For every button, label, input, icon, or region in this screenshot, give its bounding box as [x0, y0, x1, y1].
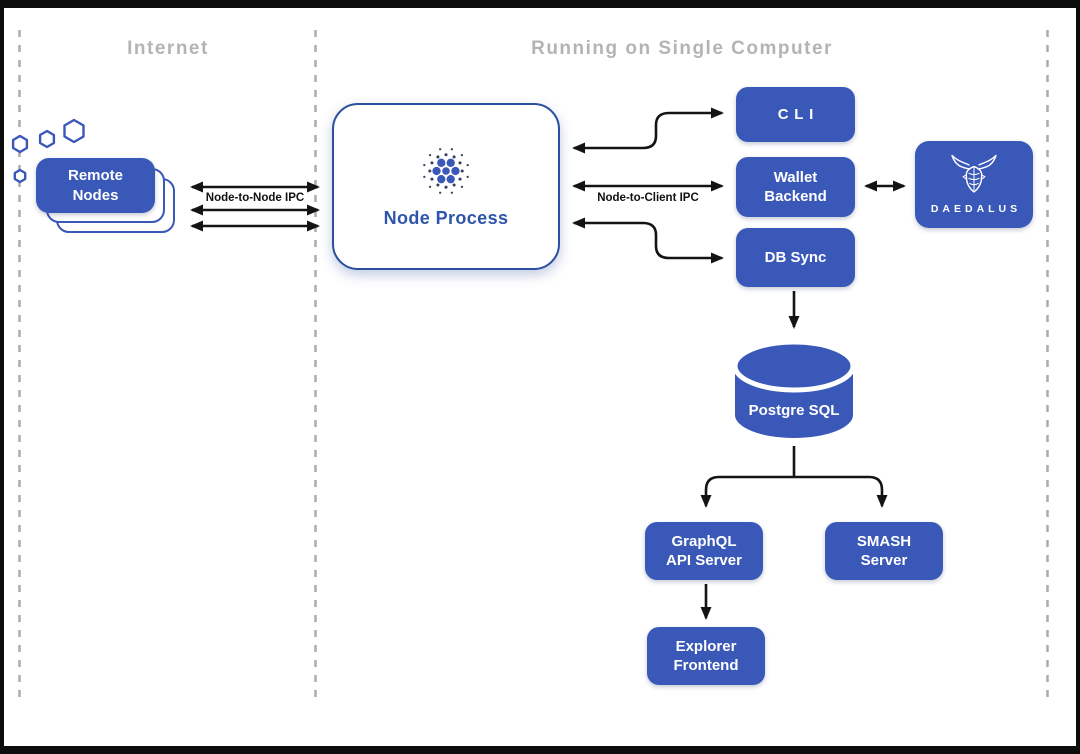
cardano-logo-icon — [423, 148, 469, 194]
smash-server-label: SMASH Server — [856, 532, 912, 570]
node-process-label: Node Process — [383, 208, 509, 228]
db-sync-label: DB Sync — [764, 248, 827, 266]
node-daedalus: DAEDALUS — [915, 141, 1033, 228]
arrow-postgres-graphql — [700, 475, 794, 508]
node-remote-nodes: Remote Nodes — [36, 158, 155, 213]
node-cli: CLI — [736, 87, 855, 142]
section-title-single-computer: Running on Single Computer — [531, 38, 833, 59]
wallet-backend-label: Wallet Backend — [764, 168, 827, 206]
network-hexagon-cluster-icon — [11, 118, 85, 184]
node-db-sync: DB Sync — [736, 228, 855, 287]
cli-label: CLI — [777, 105, 819, 123]
node-smash-server: SMASH Server — [825, 522, 943, 580]
edge-label-node-to-node-ipc: Node-to-Node IPC — [205, 192, 305, 204]
node-graphql-api-server: GraphQL API Server — [645, 522, 763, 580]
arrow-node-dbsync — [572, 217, 724, 264]
explorer-frontend-label: Explorer Frontend — [673, 637, 739, 675]
node-explorer-frontend: Explorer Frontend — [647, 627, 765, 685]
edge-label-node-to-client-ipc: Node-to-Client IPC — [597, 192, 699, 204]
graphql-api-server-label: GraphQL API Server — [666, 532, 742, 570]
arrow-node-cli — [572, 107, 724, 154]
database-cylinder-icon — [732, 339, 856, 438]
section-title-internet: Internet — [127, 38, 209, 59]
daedalus-bull-logo-icon — [951, 154, 997, 193]
postgresql-label: Postgre SQL — [748, 402, 840, 419]
daedalus-label: DAEDALUS — [930, 202, 1022, 215]
node-node-process: Node Process — [332, 103, 560, 270]
arrow-postgres-smash — [794, 475, 888, 508]
remote-nodes-label: Remote Nodes — [67, 167, 123, 204]
node-wallet-backend: Wallet Backend — [736, 157, 855, 217]
